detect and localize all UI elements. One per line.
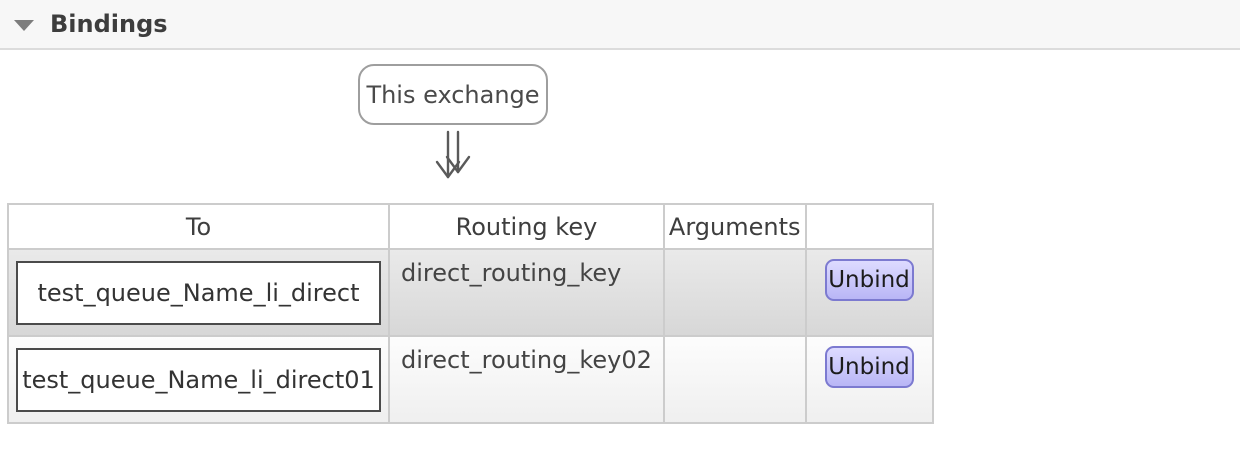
collapse-triangle-icon[interactable] [14,19,34,31]
binding-down-arrow-icon [432,129,474,183]
column-header-routing-key: Routing key [388,203,665,250]
column-header-arguments: Arguments [662,203,807,250]
to-cell: test_queue_Name_li_direct [7,248,390,337]
binding-row: test_queue_Name_li_direct01 direct_routi… [7,335,934,424]
section-title: Bindings [50,10,168,38]
unbind-button[interactable]: Unbind [824,346,914,388]
arguments-cell [662,335,807,424]
this-exchange-label: This exchange [366,80,540,109]
action-cell: Unbind [804,335,934,424]
queue-name: test_queue_Name_li_direct [37,278,360,307]
arguments-cell [662,248,807,337]
bindings-section-header[interactable]: Bindings [0,0,1240,50]
table-header-row: To Routing key Arguments [7,203,934,250]
column-header-actions [804,203,934,250]
queue-node-link[interactable]: test_queue_Name_li_direct [16,260,381,325]
to-cell: test_queue_Name_li_direct01 [7,335,390,424]
bindings-table: To Routing key Arguments test_queue_Name… [7,203,934,424]
routing-key-cell: direct_routing_key02 [388,335,665,424]
this-exchange-node: This exchange [358,64,548,125]
queue-name: test_queue_Name_li_direct01 [22,365,375,394]
action-cell: Unbind [804,248,934,337]
unbind-button[interactable]: Unbind [824,259,914,301]
routing-key-cell: direct_routing_key [388,248,665,337]
column-header-to: To [7,203,390,250]
binding-row: test_queue_Name_li_direct direct_routing… [7,248,934,337]
queue-node-link[interactable]: test_queue_Name_li_direct01 [16,347,381,412]
